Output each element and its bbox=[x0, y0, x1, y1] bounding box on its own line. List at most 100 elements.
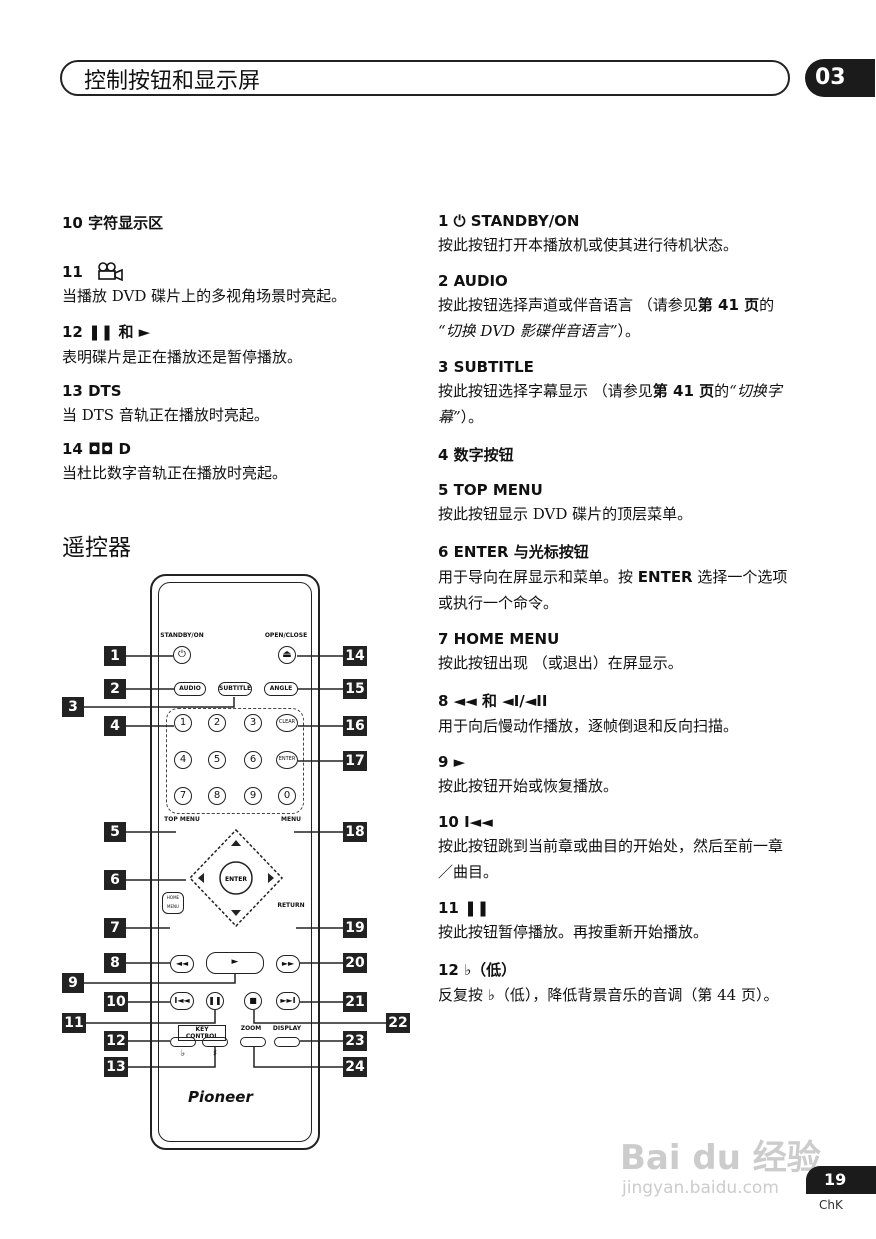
callout-24: 24 bbox=[343, 1057, 367, 1077]
header-frame bbox=[60, 60, 790, 96]
next-button: ►►I bbox=[276, 992, 300, 1010]
remote-control-diagram bbox=[150, 574, 320, 1150]
right-item-head: 5 TOP MENU bbox=[438, 481, 543, 499]
language-code: ChK bbox=[819, 1198, 843, 1212]
digit-8-button: 8 bbox=[208, 787, 226, 805]
pioneer-logo: Pioneer bbox=[188, 1088, 253, 1106]
callout-7: 7 bbox=[104, 918, 126, 938]
left-item-head: 10 字符显示区 bbox=[62, 214, 164, 232]
angle-button: ANGLE bbox=[264, 682, 298, 696]
right-item-head: 12 ♭（低） bbox=[438, 961, 517, 979]
left-item-head: 13 DTS bbox=[62, 382, 122, 400]
enter-small-button: ENTER bbox=[276, 751, 298, 769]
left-item-head: 12 ❚❚ 和 ► bbox=[62, 323, 151, 341]
play-button: ► bbox=[206, 952, 264, 974]
left-item-head: 11 bbox=[62, 261, 392, 282]
callout-13: 13 bbox=[104, 1057, 128, 1077]
right-item-body: 按此按钮暂停播放。再按重新开始播放。 bbox=[438, 923, 709, 941]
stop-button: ■ bbox=[244, 992, 262, 1010]
callout-14: 14 bbox=[343, 646, 367, 666]
right-item-body: 按此按钮打开本播放机或使其进行待机状态。 bbox=[438, 236, 739, 254]
right-column: 1 ⏻ STANDBY/ON 按此按钮打开本播放机或使其进行待机状态。 2 AU… bbox=[438, 212, 790, 1008]
callout-18: 18 bbox=[343, 822, 367, 842]
callout-5: 5 bbox=[104, 822, 126, 842]
audio-button: AUDIO bbox=[174, 682, 206, 696]
digit-1-button: 1 bbox=[174, 714, 192, 732]
right-item-body: 按此按钮选择声道或伴音语言 （请参见第 41 页的 “切换 DVD 影碟伴音语言… bbox=[438, 296, 775, 340]
digit-4-button: 4 bbox=[174, 751, 192, 769]
right-item-body: 用于导向在屏显示和菜单。按 ENTER 选择一个选项或执行一个命令。 bbox=[438, 568, 788, 612]
callout-23: 23 bbox=[343, 1031, 367, 1051]
menu-label: MENU bbox=[281, 816, 301, 823]
left-column: 10 字符显示区 11 当播放 DVD 碟片上的多视角场景时亮起。 12 ❚❚ … bbox=[62, 212, 392, 486]
right-item-body: 按此按钮出现 （或退出）在屏显示。 bbox=[438, 654, 683, 672]
eject-icon: ⏏ bbox=[278, 646, 296, 664]
top-menu-label: TOP MENU bbox=[164, 816, 200, 823]
callout-9: 9 bbox=[62, 973, 84, 993]
digit-6-button: 6 bbox=[244, 751, 262, 769]
right-item-head: 3 SUBTITLE bbox=[438, 358, 534, 376]
right-item-head: 7 HOME MENU bbox=[438, 630, 560, 648]
subtitle-button: SUBTITLE bbox=[218, 682, 252, 696]
callout-1: 1 bbox=[104, 646, 126, 666]
callout-8: 8 bbox=[104, 953, 126, 973]
callout-4: 4 bbox=[104, 716, 126, 736]
watermark-logo: Bai du 经验 bbox=[620, 1138, 821, 1178]
previous-button: I◄◄ bbox=[170, 992, 194, 1010]
key-flat-button bbox=[170, 1037, 196, 1047]
forward-scan-button: ►► bbox=[276, 955, 300, 973]
callout-10: 10 bbox=[104, 992, 128, 1012]
callout-21: 21 bbox=[343, 992, 367, 1012]
remote-inner-outline bbox=[158, 582, 312, 1142]
left-item-body: 当 DTS 音轨正在播放时亮起。 bbox=[62, 406, 269, 424]
right-item-body: 用于向后慢动作播放，逐帧倒退和反向扫描。 bbox=[438, 717, 739, 735]
reverse-scan-button: ◄◄ bbox=[170, 955, 194, 973]
left-item-body: 当播放 DVD 碟片上的多视角场景时亮起。 bbox=[62, 287, 347, 305]
right-item-head: 11 ❚❚ bbox=[438, 899, 490, 917]
callout-17: 17 bbox=[343, 751, 367, 771]
callout-3: 3 bbox=[62, 697, 84, 717]
right-item-body: 反复按 ♭（低），降低背景音乐的音调（第 44 页）。 bbox=[438, 986, 779, 1004]
callout-19: 19 bbox=[343, 918, 367, 938]
right-item-head: 2 AUDIO bbox=[438, 272, 508, 290]
digit-9-button: 9 bbox=[244, 787, 262, 805]
right-item-head: 4 数字按钮 bbox=[438, 446, 514, 464]
callout-15: 15 bbox=[343, 679, 367, 699]
standby-label: STANDBY/ON bbox=[160, 632, 204, 639]
callout-12: 12 bbox=[104, 1031, 128, 1051]
right-item-body: 按此按钮选择字幕显示 （请参见第 41 页的“切换字幕”）。 bbox=[438, 382, 782, 426]
right-item-head: 9 ► bbox=[438, 753, 466, 771]
chapter-badge: 03 bbox=[805, 59, 875, 97]
page-title: 控制按钮和显示屏 bbox=[84, 69, 261, 94]
digit-7-button: 7 bbox=[174, 787, 192, 805]
left-item-body: 表明碟片是正在播放还是暂停播放。 bbox=[62, 348, 303, 366]
callout-11: 11 bbox=[62, 1013, 86, 1033]
callout-22: 22 bbox=[386, 1013, 410, 1033]
section-title: 遥控器 bbox=[62, 535, 131, 561]
right-item-body: 按此按钮开始或恢复播放。 bbox=[438, 777, 619, 795]
power-icon: ⏻ bbox=[173, 646, 191, 664]
zoom-label: ZOOM bbox=[240, 1025, 262, 1032]
clear-button: CLEAR bbox=[276, 714, 298, 732]
callout-2: 2 bbox=[104, 679, 126, 699]
digit-0-button: 0 bbox=[278, 787, 296, 805]
right-item-head: 6 ENTER 与光标按钮 bbox=[438, 543, 589, 561]
return-label: RETURN bbox=[277, 902, 305, 909]
digit-3-button: 3 bbox=[244, 714, 262, 732]
multi-angle-icon bbox=[98, 262, 123, 282]
digit-5-button: 5 bbox=[208, 751, 226, 769]
right-item-head: 1 ⏻ STANDBY/ON bbox=[438, 212, 580, 230]
callout-16: 16 bbox=[343, 716, 367, 736]
pause-button: ❚❚ bbox=[206, 992, 224, 1010]
open-close-label: OPEN/CLOSE bbox=[264, 632, 308, 639]
left-item-body: 当杜比数字音轨正在播放时亮起。 bbox=[62, 464, 288, 482]
flat-symbol: ♭ bbox=[180, 1049, 186, 1059]
right-item-body: 按此按钮显示 DVD 碟片的顶层菜单。 bbox=[438, 505, 693, 523]
svg-text:ENTER: ENTER bbox=[225, 876, 247, 883]
callout-20: 20 bbox=[343, 953, 367, 973]
home-menu-button: HOME MENU bbox=[162, 892, 184, 914]
key-sharp-button bbox=[202, 1037, 228, 1047]
watermark-url: jingyan.baidu.com bbox=[622, 1178, 779, 1198]
left-item-head: 14 ◘◘ D bbox=[62, 440, 131, 458]
